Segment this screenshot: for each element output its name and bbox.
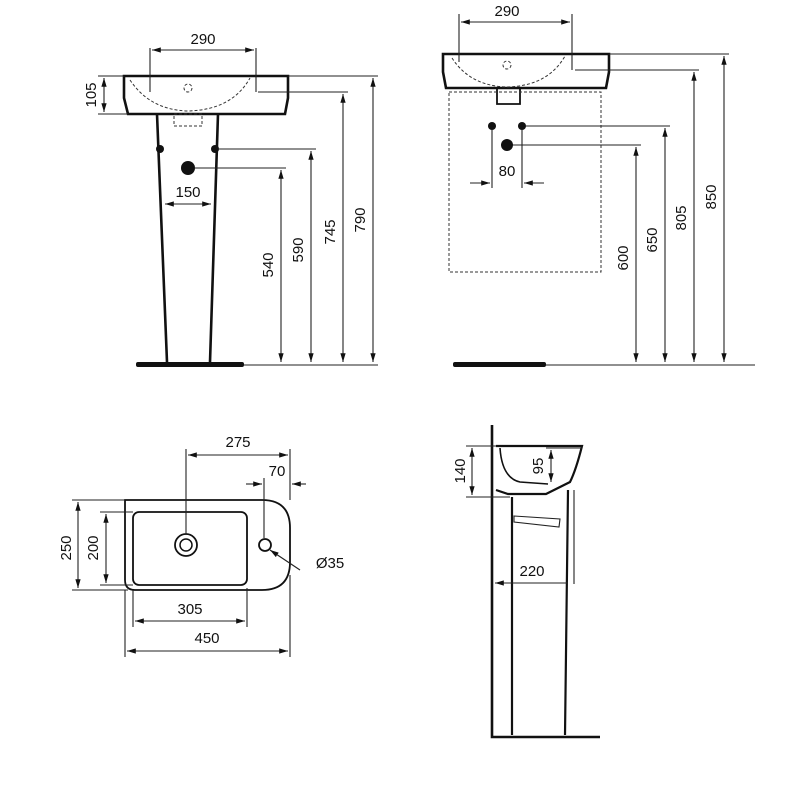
- waste-point: [181, 161, 195, 175]
- tap-hole: [258, 538, 272, 552]
- dim-220: 220: [519, 563, 544, 580]
- bowl-outline: [132, 511, 248, 586]
- dim-250: 250: [58, 535, 75, 560]
- front-wall-hung-view: 290 80 600 650 805 850: [441, 3, 755, 367]
- dim-450: 450: [194, 630, 219, 647]
- pedestal-dashed: [448, 91, 602, 273]
- dim-95: 95: [530, 458, 547, 475]
- dim-850: 850: [703, 184, 720, 209]
- dim-tap-hole: Ø35: [316, 555, 344, 572]
- dim-290: 290: [190, 31, 215, 48]
- dim-590: 590: [290, 237, 307, 262]
- dim-275: 275: [225, 434, 250, 451]
- pedestal-profile: [510, 489, 570, 736]
- dim-805: 805: [673, 205, 690, 230]
- dim-80: 80: [499, 163, 516, 180]
- floor-bar: [136, 362, 244, 367]
- wall-and-floor: [490, 425, 600, 739]
- dim-650: 650: [644, 227, 661, 252]
- dim-540: 540: [260, 252, 277, 277]
- dim-290-b: 290: [494, 3, 519, 20]
- front-pedestal-view: 290 105 150 540 590 745 790: [83, 31, 378, 367]
- dim-140: 140: [452, 458, 469, 483]
- top-view: 275 70 250 200 Ø35 305 450: [58, 434, 344, 657]
- dim-790: 790: [352, 207, 369, 232]
- dim-70: 70: [269, 463, 286, 480]
- basin-top-outline: [124, 499, 291, 591]
- dim-305: 305: [177, 601, 202, 618]
- dim-745: 745: [322, 219, 339, 244]
- dim-200: 200: [85, 535, 102, 560]
- basin-outline: [122, 74, 290, 116]
- dim-150: 150: [175, 184, 200, 201]
- dim-105: 105: [83, 82, 100, 107]
- pedestal-outline: [155, 113, 220, 363]
- side-view: 140 95 220: [452, 425, 600, 739]
- basin-outline: [441, 52, 611, 90]
- dim-600: 600: [615, 245, 632, 270]
